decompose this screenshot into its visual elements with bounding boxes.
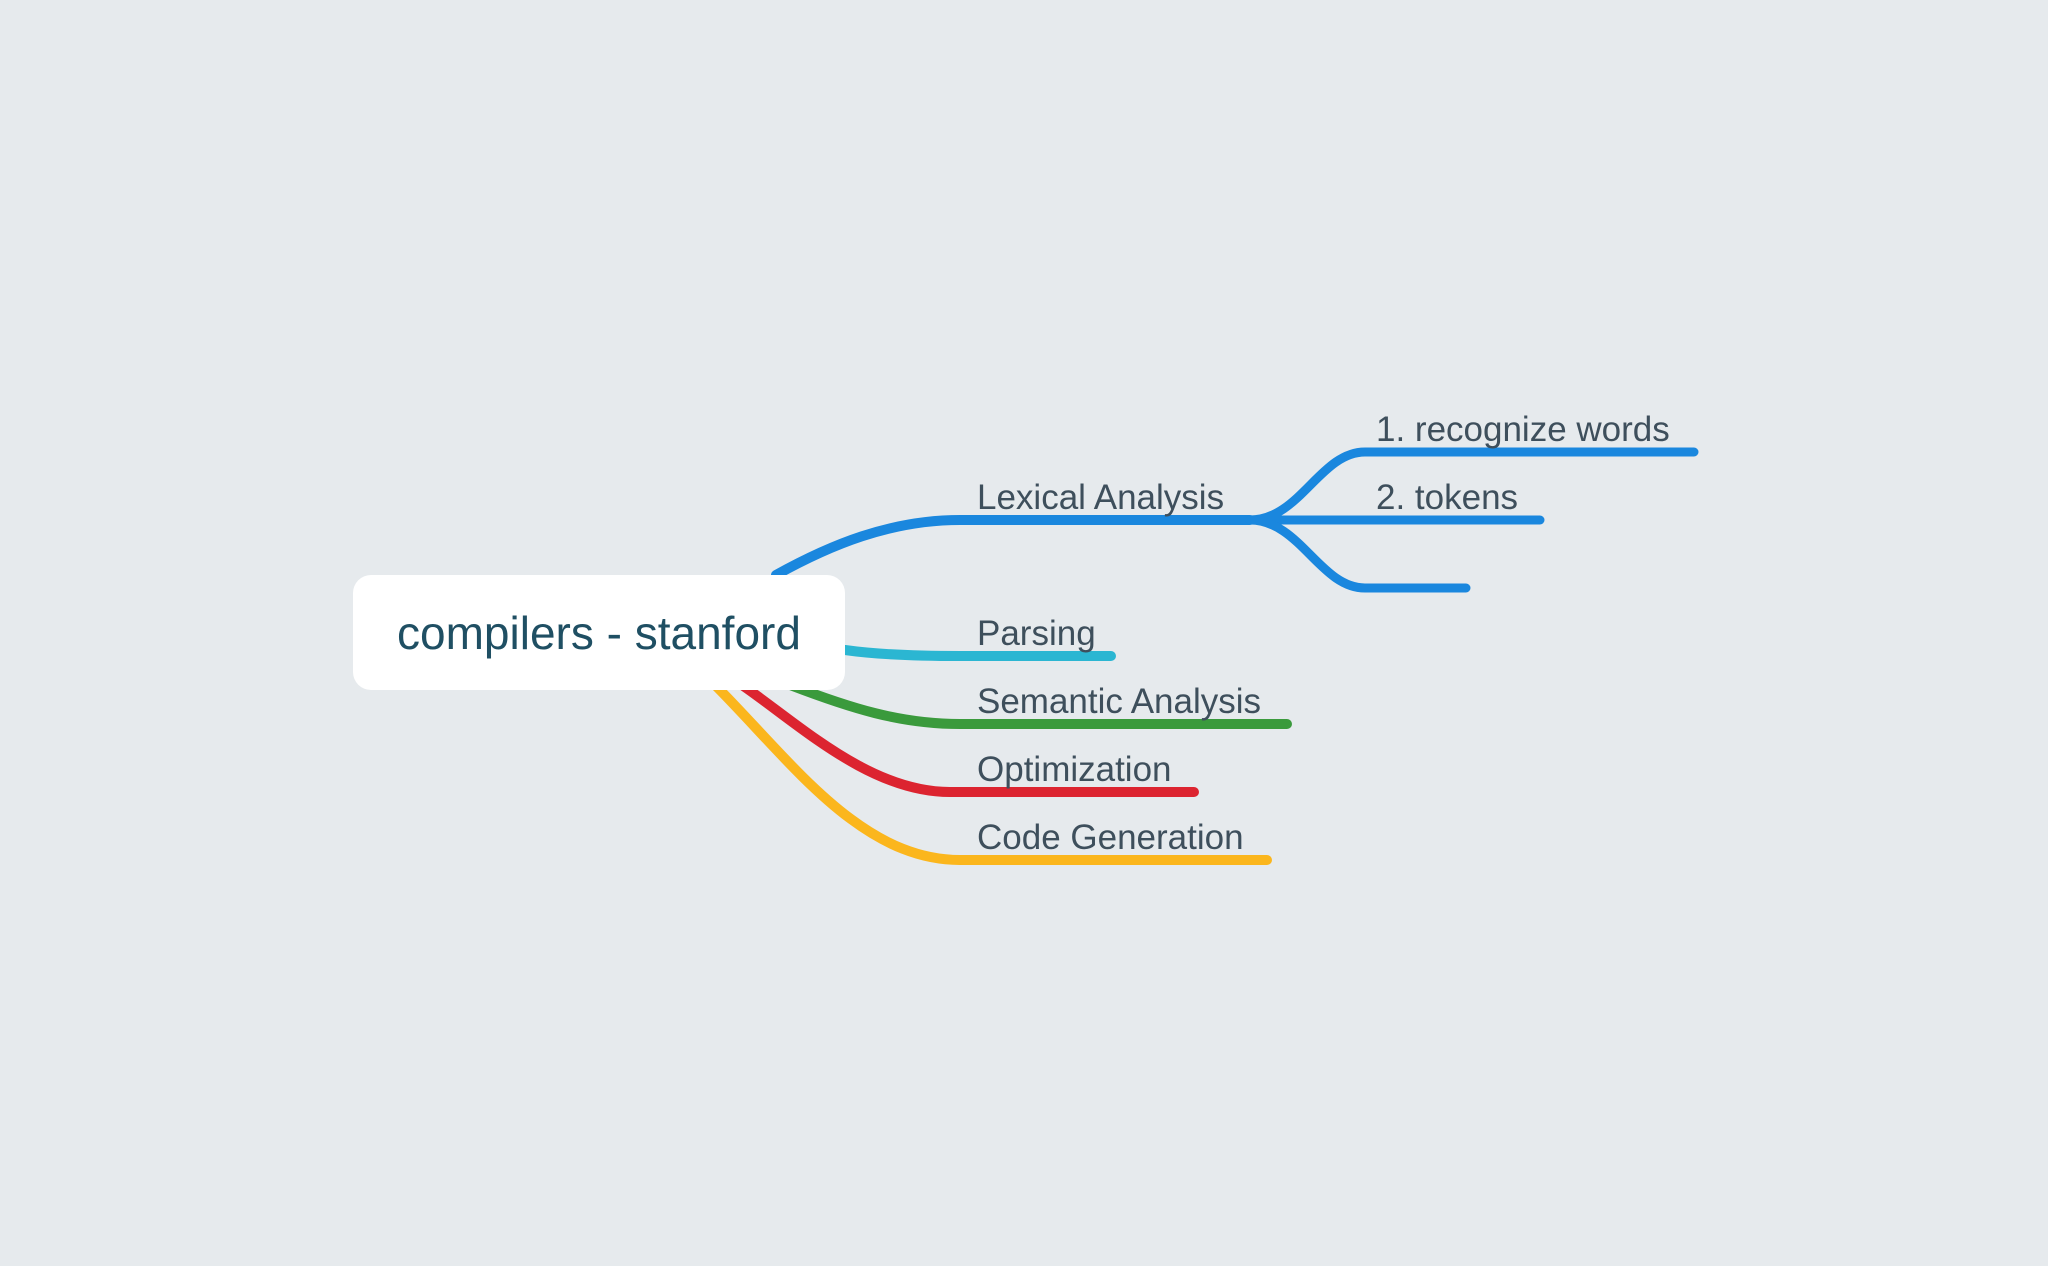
sub-branch-line-empty: [1245, 515, 1471, 593]
branch-line-code-generation: [710, 680, 1272, 865]
root-topic-label: compilers - stanford: [397, 606, 801, 659]
branch-line-parsing: [840, 645, 1116, 661]
root-topic[interactable]: compilers - stanford: [353, 575, 845, 690]
branch-line-semantic-analysis: [785, 680, 1292, 729]
topic-optimization[interactable]: Optimization: [977, 750, 1172, 789]
branch-line-lexical-analysis: [771, 515, 1255, 580]
topic-code-generation[interactable]: Code Generation: [977, 818, 1244, 857]
subtopic-tokens[interactable]: 2. tokens: [1376, 478, 1519, 517]
topic-semantic-analysis[interactable]: Semantic Analysis: [977, 682, 1262, 721]
subtopic-recognize-words[interactable]: 1. recognize words: [1376, 410, 1670, 449]
topic-lexical-analysis[interactable]: Lexical Analysis: [977, 478, 1225, 517]
branch-line-optimization: [737, 680, 1199, 797]
topic-parsing[interactable]: Parsing: [977, 614, 1096, 653]
